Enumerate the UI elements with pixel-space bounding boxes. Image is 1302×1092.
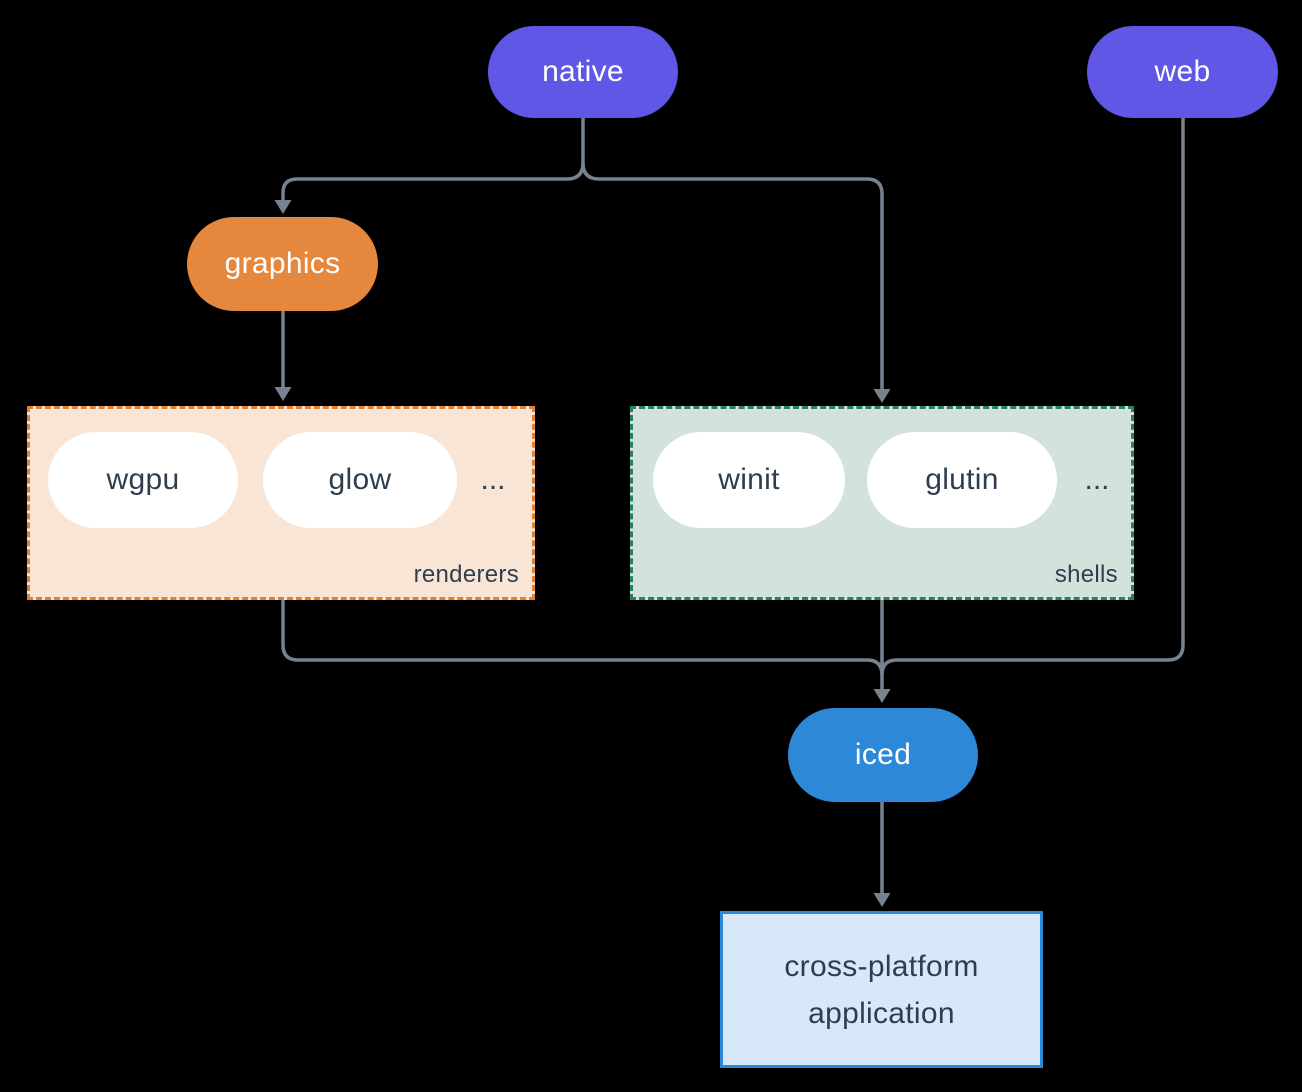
node-iced: iced [788, 708, 978, 802]
shells-ellipsis: ... [1084, 463, 1110, 496]
node-winit: winit [653, 432, 845, 528]
group-renderers: wgpu glow ... renderers [27, 406, 535, 600]
node-wgpu-label: wgpu [106, 463, 180, 496]
node-glutin-label: glutin [925, 463, 999, 496]
node-cross-platform-application: cross-platform application [720, 911, 1043, 1068]
arrowhead-shells [873, 389, 891, 403]
arrowhead-renderers [274, 387, 292, 401]
edge-native-to-graphics [281, 162, 585, 200]
node-native: native [488, 26, 678, 118]
app-label-line1: cross-platform [784, 949, 979, 983]
group-shells: winit glutin ... shells [630, 406, 1134, 600]
node-glow-label: glow [328, 463, 392, 496]
edge-renderers-to-merge [281, 600, 884, 676]
shells-group-label: shells [1054, 561, 1118, 588]
arrowhead-app [873, 893, 891, 907]
arrowhead-graphics [274, 200, 292, 214]
node-winit-label: winit [718, 463, 780, 496]
node-web-label: web [1154, 55, 1211, 88]
node-graphics-label: graphics [224, 247, 341, 280]
edge-native-to-shells [581, 162, 884, 389]
node-graphics: graphics [187, 217, 378, 311]
node-web: web [1087, 26, 1278, 118]
renderers-ellipsis: ... [480, 463, 506, 496]
node-native-label: native [542, 55, 624, 88]
arrowhead-iced [873, 689, 891, 703]
app-label-line2: application [808, 996, 955, 1030]
node-glow: glow [263, 432, 457, 528]
node-glutin: glutin [867, 432, 1057, 528]
node-wgpu: wgpu [48, 432, 238, 528]
node-iced-label: iced [854, 738, 912, 771]
renderers-group-label: renderers [413, 561, 519, 588]
